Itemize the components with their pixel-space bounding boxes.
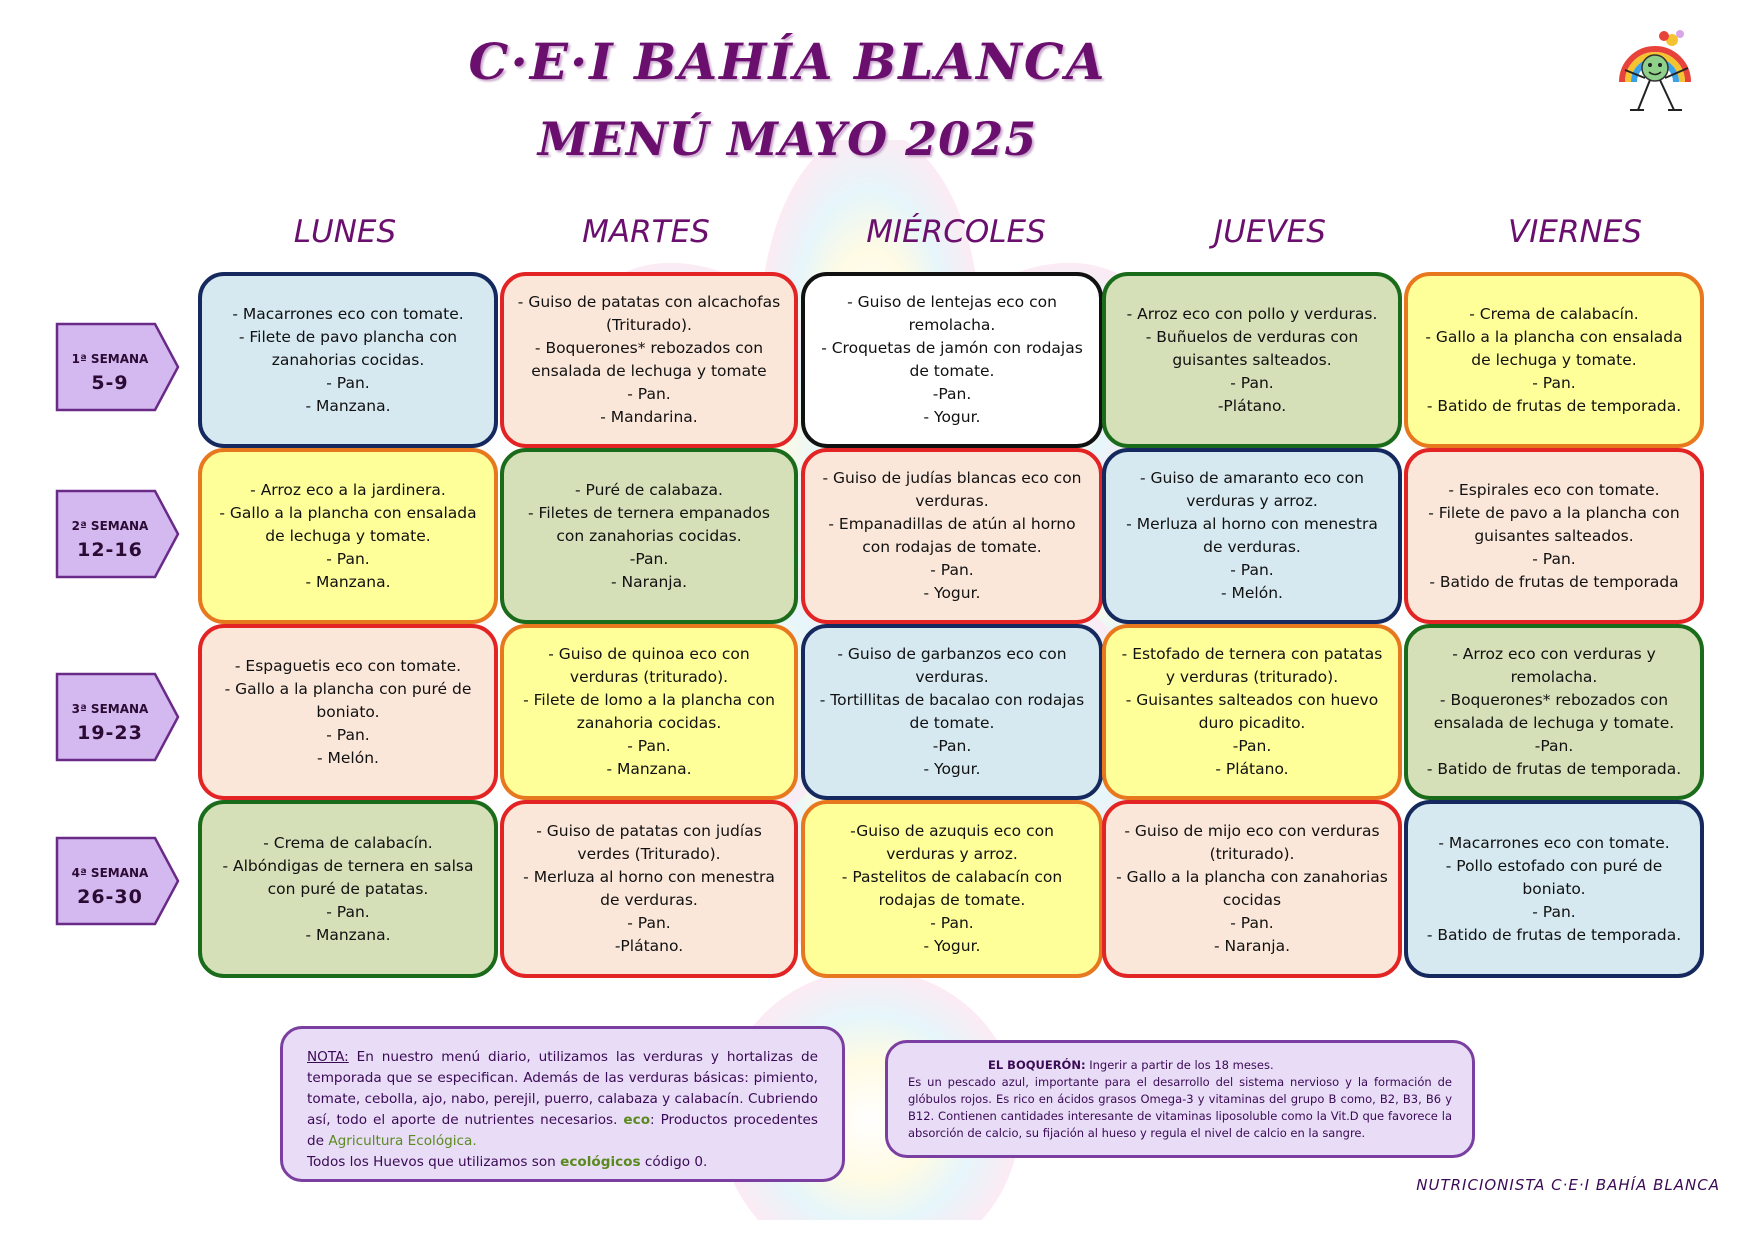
week-label: 1ª SEMANA — [71, 352, 149, 366]
day-header-jueves: JUEVES — [1214, 214, 1326, 250]
menu-cell-text: - Guiso de garbanzos eco con verduras. -… — [819, 645, 1085, 778]
week-arrow-shape — [55, 322, 180, 412]
week-label: 4ª SEMANA — [71, 866, 149, 880]
nota-box: NOTA: En nuestro menú diario, utilizamos… — [280, 1026, 845, 1182]
menu-cell-text: - Espaguetis eco con tomate. - Gallo a l… — [224, 656, 472, 767]
boqueron-title: EL BOQUERÓN: — [988, 1058, 1086, 1072]
menu-cell-text: -Guiso de azuquis eco con verduras y arr… — [841, 822, 1063, 955]
day-header-miercoles: MIÉRCOLES — [866, 214, 1046, 250]
menu-cell-lunes-semana-3: - Espaguetis eco con tomate. - Gallo a l… — [198, 624, 498, 800]
menu-cell-jueves-semana-2: - Guiso de amaranto eco con verduras y a… — [1102, 448, 1402, 624]
menu-cell-viernes-semana-3: - Arroz eco con verduras y remolacha. - … — [1404, 624, 1704, 800]
menu-cell-text: - Guiso de lentejas eco con remolacha. -… — [821, 293, 1083, 426]
menu-cell-text: - Guiso de patatas con alcachofas (Tritu… — [517, 293, 781, 426]
week-tag-2: 2ª SEMANA 12-16 — [55, 489, 180, 579]
menu-cell-text: - Macarrones eco con tomate. - Pollo est… — [1426, 833, 1682, 944]
menu-cell-lunes-semana-2: - Arroz eco a la jardinera. - Gallo a la… — [198, 448, 498, 624]
menu-cell-martes-semana-3: - Guiso de quinoa eco con verduras (trit… — [500, 624, 798, 800]
menu-cell-text: - Arroz eco a la jardinera. - Gallo a la… — [219, 480, 477, 591]
school-logo-icon — [1619, 30, 1691, 111]
week-arrow-shape — [55, 489, 180, 579]
menu-cell-text: - Estofado de ternera con patatas y verd… — [1121, 645, 1383, 778]
week-tag-3: 3ª SEMANA 19-23 — [55, 672, 180, 762]
week-range: 26-30 — [77, 886, 143, 908]
menu-cell-viernes-semana-4: - Macarrones eco con tomate. - Pollo est… — [1404, 800, 1704, 978]
menu-cell-text: - Guiso de mijo eco con verduras (tritur… — [1116, 822, 1388, 955]
week-range: 12-16 — [77, 539, 143, 561]
day-header-viernes: VIERNES — [1508, 214, 1642, 250]
menu-cell-martes-semana-1: - Guiso de patatas con alcachofas (Tritu… — [500, 272, 798, 448]
menu-cell-martes-semana-4: - Guiso de patatas con judías verdes (Tr… — [500, 800, 798, 978]
week-range: 5-9 — [91, 372, 129, 394]
menu-cell-text: - Crema de calabacín. - Gallo a la planc… — [1425, 304, 1683, 415]
nota-label: NOTA: — [307, 1049, 349, 1065]
menu-cell-miércoles-semana-1: - Guiso de lentejas eco con remolacha. -… — [801, 272, 1103, 448]
eggs-code: código 0. — [640, 1154, 708, 1170]
menu-cell-text: - Guiso de quinoa eco con verduras (trit… — [523, 645, 775, 778]
eco-label: eco — [623, 1112, 651, 1128]
menu-cell-jueves-semana-1: - Arroz eco con pollo y verduras. - Buñu… — [1102, 272, 1402, 448]
week-tag-4: 4ª SEMANA 26-30 — [55, 836, 180, 926]
boqueron-text: Es un pescado azul, importante para el d… — [908, 1075, 1452, 1140]
week-label: 2ª SEMANA — [71, 519, 149, 533]
nota-text: En nuestro menú diario, utilizamos las v… — [307, 1049, 818, 1128]
footer-nutricionista: NUTRICIONISTA C·E·I BAHÍA BLANCA — [1416, 1176, 1720, 1194]
agricultura-ecologica: Agricultura Ecológica. — [328, 1133, 477, 1149]
menu-cell-jueves-semana-3: - Estofado de ternera con patatas y verd… — [1102, 624, 1402, 800]
menu-cell-viernes-semana-1: - Crema de calabacín. - Gallo a la planc… — [1404, 272, 1704, 448]
week-label: 3ª SEMANA — [71, 702, 149, 716]
menu-cell-miércoles-semana-3: - Guiso de garbanzos eco con verduras. -… — [801, 624, 1103, 800]
school-title: C·E·I BAHÍA BLANCA — [468, 32, 1107, 91]
menu-cell-martes-semana-2: - Puré de calabaza. - Filetes de ternera… — [500, 448, 798, 624]
menu-cell-lunes-semana-1: - Macarrones eco con tomate. - Filete de… — [198, 272, 498, 448]
eggs-ecologicos: ecológicos — [560, 1154, 641, 1170]
menu-cell-text: - Guiso de amaranto eco con verduras y a… — [1126, 469, 1378, 602]
nota-eco-text: : Productos procedentes de — [307, 1112, 818, 1149]
menu-cell-text: - Espirales eco con tomate. - Filete de … — [1428, 480, 1680, 591]
menu-cell-text: - Crema de calabacín. - Albóndigas de te… — [222, 833, 474, 944]
menu-cell-text: - Arroz eco con verduras y remolacha. - … — [1426, 645, 1682, 778]
menu-cell-text: - Guiso de patatas con judías verdes (Tr… — [523, 822, 775, 955]
boqueron-intro: Ingerir a partir de los 18 meses. — [1085, 1058, 1274, 1072]
menu-cell-miércoles-semana-2: - Guiso de judías blancas eco con verdur… — [801, 448, 1103, 624]
week-range: 19-23 — [77, 722, 143, 744]
menu-title: MENÚ MAYO 2025 — [537, 112, 1038, 166]
menu-cell-text: - Puré de calabaza. - Filetes de ternera… — [528, 480, 770, 591]
menu-cell-text: - Macarrones eco con tomate. - Filete de… — [232, 304, 464, 415]
eggs-text: Todos los Huevos que utilizamos son — [307, 1154, 561, 1170]
menu-cell-jueves-semana-4: - Guiso de mijo eco con verduras (tritur… — [1102, 800, 1402, 978]
menu-cell-text: - Arroz eco con pollo y verduras. - Buñu… — [1126, 304, 1378, 415]
menu-cell-viernes-semana-2: - Espirales eco con tomate. - Filete de … — [1404, 448, 1704, 624]
week-arrow-shape — [55, 672, 180, 762]
week-tag-1: 1ª SEMANA 5-9 — [55, 322, 180, 412]
menu-cell-lunes-semana-4: - Crema de calabacín. - Albóndigas de te… — [198, 800, 498, 978]
boqueron-box: EL BOQUERÓN: Ingerir a partir de los 18 … — [885, 1040, 1475, 1158]
menu-cell-text: - Guiso de judías blancas eco con verdur… — [822, 469, 1082, 602]
week-arrow-shape — [55, 836, 180, 926]
menu-cell-miércoles-semana-4: -Guiso de azuquis eco con verduras y arr… — [801, 800, 1103, 978]
day-header-lunes: LUNES — [293, 214, 397, 250]
day-header-martes: MARTES — [582, 214, 710, 250]
